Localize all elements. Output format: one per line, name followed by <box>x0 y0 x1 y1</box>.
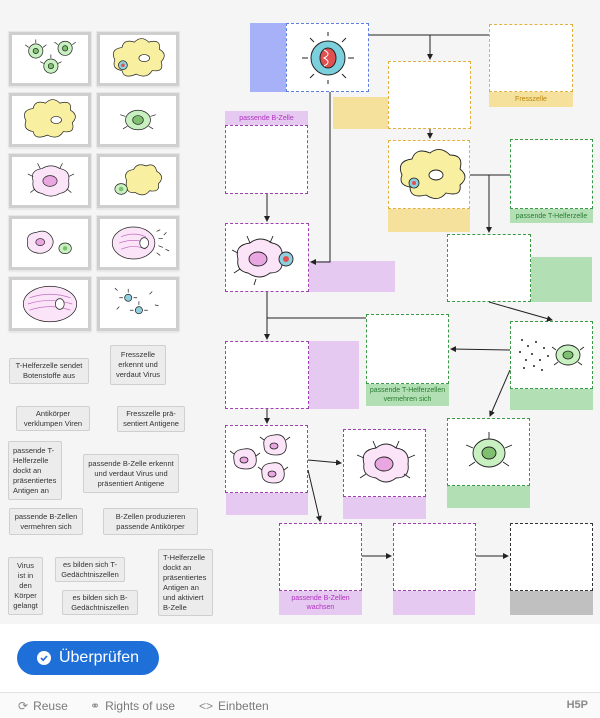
drag-label[interactable]: Antikörper verklumpen Viren <box>16 406 90 431</box>
drop-zone[interactable] <box>279 523 362 591</box>
embed-label: Einbetten <box>218 699 269 713</box>
tile-plasma-cell[interactable] <box>8 276 92 332</box>
tile-plasma-cell-antibodies[interactable] <box>96 215 180 271</box>
handshake-icon: ⚭ <box>90 699 101 713</box>
caption-b-zellen-wachsen: passende B-Zellen wachsen <box>279 591 362 615</box>
check-button[interactable]: Überprüfen <box>17 641 159 675</box>
t-helper-cell-icon <box>120 109 156 131</box>
drop-zone[interactable] <box>510 523 593 591</box>
t-helper-cell-icon <box>465 432 513 468</box>
drop-zone-band <box>510 591 593 615</box>
phagocyte-icon <box>24 99 76 138</box>
reuse-label: Reuse <box>33 699 68 713</box>
drag-label[interactable]: passende B-Zelle erkennt und verdaut Vir… <box>83 454 179 493</box>
drag-label[interactable]: T-Helferzelle dockt an präsentiertes Ant… <box>158 549 213 616</box>
check-circle-icon <box>36 651 51 665</box>
drop-zone-band <box>510 389 593 410</box>
phagocyte-engulfing-virus-icon <box>112 38 165 77</box>
drag-drop-stage: T-Helferzelle sendet Botenstoffe aus Fre… <box>8 23 593 616</box>
tile-b-cells-with-virus[interactable] <box>8 31 92 87</box>
caption-t-helferzellen-vermehren: passende T-Helferzellen vermehren sich <box>366 384 449 406</box>
drop-zone[interactable] <box>489 24 573 92</box>
embed-button[interactable]: <> Einbetten <box>199 699 269 713</box>
drop-zone[interactable] <box>366 314 449 384</box>
drop-zone-band <box>309 261 395 292</box>
drop-zone-band <box>343 497 426 519</box>
drag-label[interactable]: Fresszelle erkennt und verdaut Virus <box>110 345 166 385</box>
plasma-cell-antibodies-icon <box>111 226 170 260</box>
b-cell-icon <box>356 440 416 483</box>
plasma-cell-icon <box>22 285 78 323</box>
drag-label[interactable]: Virus ist in den Körper gelangt <box>8 557 43 615</box>
reuse-icon: ⟳ <box>18 699 29 713</box>
caption-passende-t-helferzelle: passende T-Helferzelle <box>510 209 593 223</box>
tile-phagocyte[interactable] <box>8 92 92 148</box>
t-helper-cell-signaling-icon <box>519 339 585 371</box>
drop-zone-band <box>447 486 530 508</box>
drag-label[interactable]: passende T-Helferzelle dockt an präsenti… <box>8 441 62 500</box>
b-cells-with-virus-icon <box>24 39 76 74</box>
drop-zone[interactable] <box>393 523 476 591</box>
tile-phagocyte-with-t-cell[interactable] <box>96 153 180 209</box>
tile-t-helper-cell[interactable] <box>96 92 180 148</box>
b-cells-dividing-icon <box>27 230 72 255</box>
tile-phagocyte-engulfing-virus[interactable] <box>96 31 180 87</box>
virus-icon <box>302 32 354 84</box>
drop-zone-band <box>393 591 475 615</box>
drop-zone-band <box>333 97 388 129</box>
drop-zone[interactable] <box>225 125 308 194</box>
tile-antibodies-clumping-viruses[interactable] <box>96 276 180 332</box>
b-cell-with-virus-icon <box>231 235 294 286</box>
check-button-label: Überprüfen <box>58 649 140 666</box>
drop-zone[interactable] <box>510 139 593 209</box>
drop-zone-band <box>388 209 470 232</box>
drop-zone[interactable] <box>388 61 471 129</box>
b-cells-dividing-icon <box>229 434 291 484</box>
tile-b-cells-dividing[interactable] <box>8 215 92 271</box>
footer: ⟳ Reuse ⚭ Rights of use <> Einbetten H5P <box>0 692 600 718</box>
rights-label: Rights of use <box>105 699 176 713</box>
rights-of-use-button[interactable]: ⚭ Rights of use <box>90 699 175 713</box>
drag-label[interactable]: es bilden sich T-Gedächtniszellen <box>55 557 125 582</box>
drag-label[interactable]: Fresszelle prä-sentiert Antigene <box>117 406 185 432</box>
phagocyte-engulfing-virus-icon <box>399 149 466 199</box>
drop-zone-band <box>226 493 308 515</box>
drag-label[interactable]: T-Helferzelle sendet Botenstoffe aus <box>9 358 89 384</box>
phagocyte-with-t-cell-icon <box>114 164 162 196</box>
drag-label[interactable]: es bilden sich B-Gedächtniszellen <box>62 590 138 615</box>
drag-label[interactable]: B-Zellen produzieren passende Antikörper <box>103 508 198 535</box>
drag-label[interactable]: passende B-Zellen vermehren sich <box>9 508 83 535</box>
antibodies-clumping-viruses-icon <box>114 287 159 315</box>
drop-zone[interactable] <box>447 234 531 302</box>
caption-passende-b-zelle: passende B-Zelle <box>225 111 308 125</box>
drop-zone[interactable] <box>225 341 309 409</box>
code-icon: <> <box>199 699 214 713</box>
drop-zone-band <box>309 341 359 409</box>
h5p-logo: H5P <box>566 699 588 711</box>
caption-fresszelle: Fresszelle <box>489 92 573 107</box>
reuse-button[interactable]: ⟳ Reuse <box>18 699 68 713</box>
b-cell-icon <box>27 163 75 197</box>
drop-zone-band <box>250 23 286 92</box>
drop-zone-band <box>531 257 592 302</box>
tile-b-cell[interactable] <box>8 153 92 209</box>
